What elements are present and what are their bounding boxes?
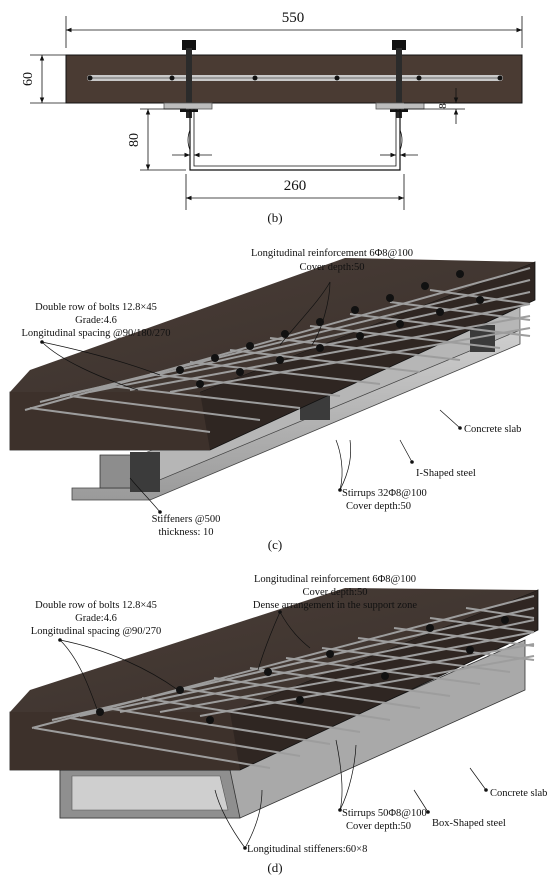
d-stiffeners-line1: Longitudinal stiffeners:60×8 [247, 844, 367, 855]
d-reinforcement-line3: Dense arrangement in the support zone [253, 600, 417, 611]
c-reinforcement-line2: Cover depth:50 [299, 262, 364, 273]
dim-bottom-label: 260 [284, 178, 307, 194]
d-bolts-line3: Longitudinal spacing @90/270 [31, 626, 161, 637]
d-bolts-line1: Double row of bolts 12.8×45 [35, 600, 157, 611]
panel-d-label: (d) [267, 860, 282, 875]
c-reinforcement-line1: Longitudinal reinforcement 6Φ8@100 [251, 248, 413, 259]
d-stirrups-line1: Stirrups 50Φ8@100 [342, 808, 427, 819]
c-concrete-slab-label: Concrete slab [464, 424, 521, 435]
c-bolts-line1: Double row of bolts 12.8×45 [35, 302, 157, 313]
d-steel-type-label: Box-Shaped steel [432, 818, 506, 829]
d-reinforcement-line1: Longitudinal reinforcement 6Φ8@100 [254, 574, 416, 585]
dim-small-label: 8 [437, 103, 449, 109]
box-shaped-steel [59, 639, 526, 819]
d-stirrups-line2: Cover depth:50 [346, 821, 411, 832]
panel-c-label: (c) [268, 537, 282, 552]
dim-width-label: 550 [282, 10, 305, 26]
d-concrete-slab-label: Concrete slab [490, 788, 547, 799]
panel-b: 550 60 [21, 10, 523, 225]
panel-d: Longitudinal reinforcement 6Φ8@100 Cover… [9, 574, 547, 875]
c-steel-type-label: I-Shaped steel [416, 468, 476, 479]
rebar-mesh-d [31, 595, 535, 769]
c-bolts-line3: Longitudinal spacing @90/180/270 [21, 328, 170, 339]
c-stiffeners-line1: Stiffeners @500 [152, 514, 221, 525]
c-bolts-line2: Grade:4.6 [75, 315, 117, 326]
panel-c: Longitudinal reinforcement 6Φ8@100 Cover… [9, 248, 536, 552]
dim-depth-label: 80 [127, 133, 142, 147]
c-stirrups-line1: Stirrups 32Φ8@100 [342, 488, 427, 499]
d-reinforcement-line2: Cover depth:50 [302, 587, 367, 598]
panel-b-label: (b) [267, 210, 282, 225]
c-stirrups-line2: Cover depth:50 [346, 501, 411, 512]
rebar-mesh-c [24, 267, 531, 433]
d-bolts-line2: Grade:4.6 [75, 613, 117, 624]
c-stiffeners-line2: thickness: 10 [158, 527, 213, 538]
dim-height-label: 60 [21, 72, 36, 86]
